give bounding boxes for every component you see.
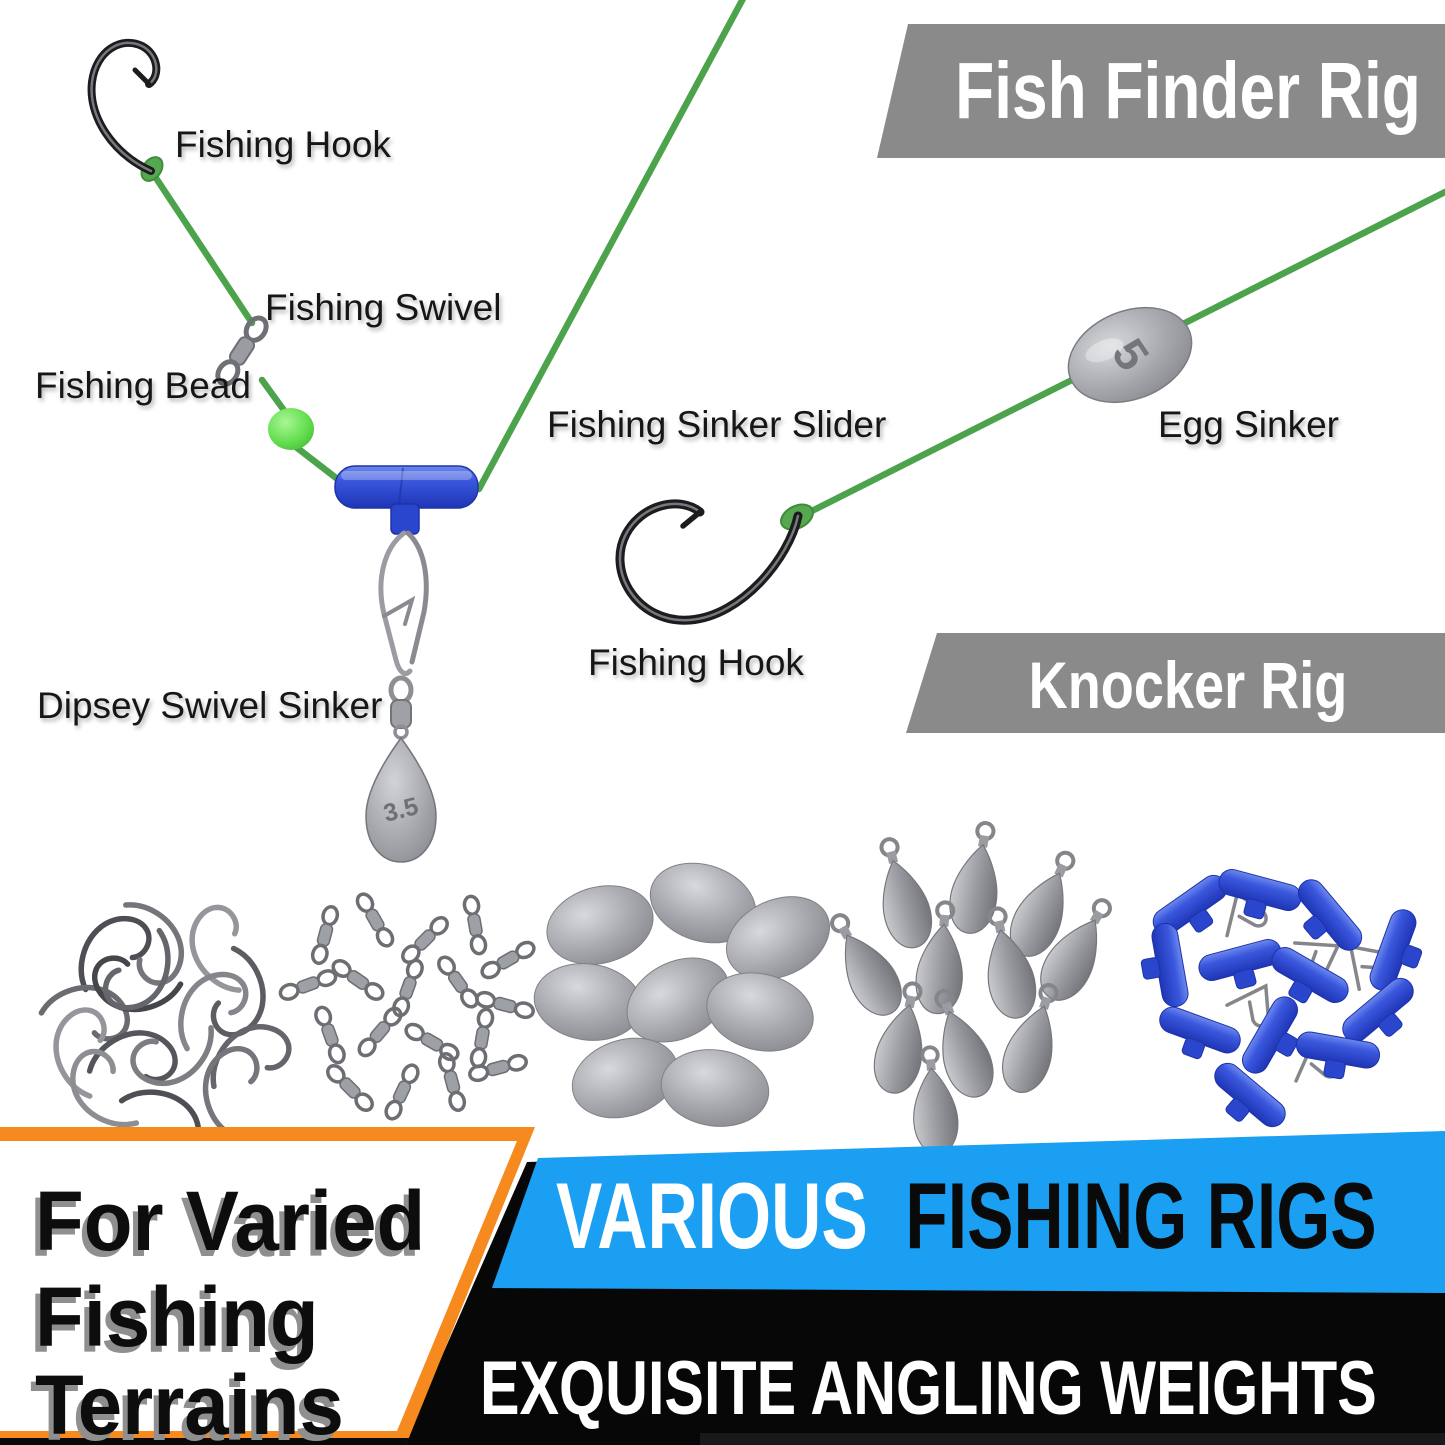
exquisite-text: EXQUISITE ANGLING WEIGHTS [480,1346,1377,1431]
label-fishing-swivel: Fishing Swivel [265,287,501,328]
fishing-hooks-pile [38,894,296,1157]
headline-shadow: For Varied [30,1181,420,1274]
fishing-bead-graphic [268,408,314,450]
footer: For Varied Fishing Terrains For Varied F… [0,1127,1445,1445]
knocker-banner-text: Knocker Rig [1029,648,1348,722]
fishing-swivels-pile [276,889,539,1123]
blue-band-text: VARIOUS FISHING RIGS [556,1163,1377,1269]
main-line-segment [475,0,746,493]
headline-shadow: Fishing [30,1277,314,1370]
headline-line3: Terrains [35,1359,344,1445]
egg-sinker-graphic: 5 [1067,306,1193,404]
label-dipsey: Dipsey Swivel Sinker [37,685,382,726]
fishing-hook-mid-graphic [615,499,814,625]
headline-line2: Fishing [35,1271,319,1364]
headline-line1: For Varied [35,1175,425,1268]
left-box-bottom-edge [0,1438,409,1445]
left-box-headline: For Varied Fishing Terrains For Varied F… [30,1175,425,1445]
bead-to-slider-line [292,443,344,485]
various-text: VARIOUS [556,1163,868,1269]
fishing-hook-top-graphic [87,38,164,182]
left-box [0,1141,517,1431]
fish-finder-banner-text: Fish Finder Rig [955,46,1421,135]
fish-finder-banner [877,24,1445,158]
black-band-text: EXQUISITE ANGLING WEIGHTS [480,1346,1377,1431]
label-sinker-slider: Fishing Sinker Slider [547,404,886,445]
sinker-slider-graphic [334,465,479,535]
label-fishing-hook-mid: Fishing Hook [588,642,804,683]
hook-to-swivel-line [148,168,256,327]
dipsey-swivel-sinkers-pile [816,819,1126,1158]
headline-shadow: Terrains [30,1365,339,1445]
knocker-banner [906,633,1445,733]
dipsey-swivel-sinker-graphic: 3.5 [365,530,437,863]
label-egg-sinker: Egg Sinker [1158,404,1339,445]
bottom-edge-strip [700,1433,1445,1445]
label-fishing-bead: Fishing Bead [35,365,251,406]
fishing-rigs-text: FISHING RIGS [905,1163,1376,1269]
sinker-sliders-pile [1134,866,1435,1144]
fishing-swivel-graphic [215,315,269,387]
label-fishing-hook-top: Fishing Hook [175,124,391,165]
blue-band [492,1131,1445,1293]
egg-sinkers-pile [528,849,844,1134]
fish-finder-rig-diagram: 3.5 5 Fish Finder Rig Knocker Rig Fishin… [35,0,1445,863]
